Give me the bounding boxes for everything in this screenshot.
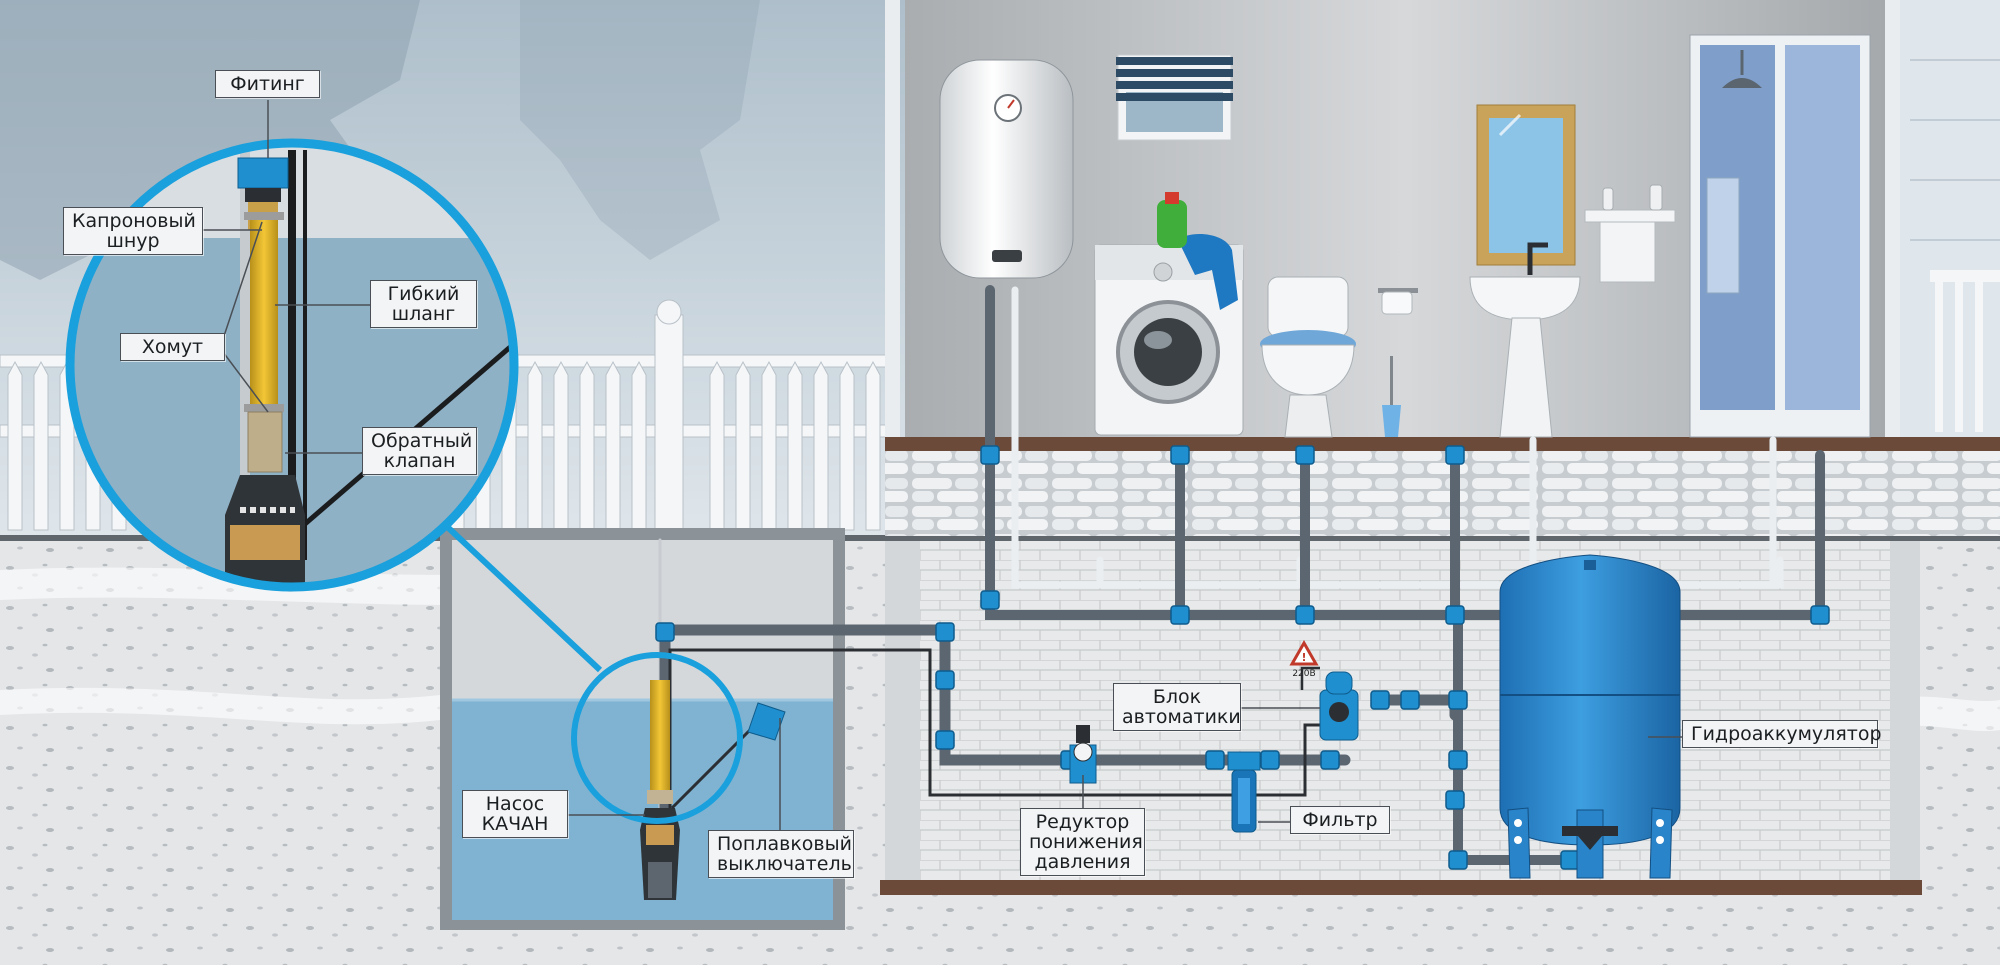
shelf — [1584, 184, 1676, 283]
sink — [1469, 242, 1581, 438]
zoom-connectors — [437, 517, 603, 673]
basement-floor — [880, 880, 1922, 895]
pipe-fitting — [1320, 750, 1340, 770]
pipe-fitting — [1810, 605, 1830, 625]
voltage-label: 220В — [1292, 669, 1315, 679]
pipe-fitting — [935, 730, 955, 750]
pipe-fitting — [655, 622, 675, 642]
svg-text:!: ! — [1301, 651, 1306, 664]
fence-picket — [33, 360, 49, 531]
submersible-pump — [640, 680, 680, 900]
pipe-fitting — [1260, 750, 1280, 770]
pressure-gauge-icon — [1073, 742, 1093, 762]
fence-picket — [527, 360, 543, 531]
pipe-fitting — [1370, 690, 1390, 710]
fence-picket — [761, 360, 777, 531]
label-filter: Фильтр — [1290, 806, 1390, 834]
pipe-fitting — [1295, 605, 1315, 625]
leader-lines — [200, 100, 372, 454]
warning-sign-icon: ! 220В — [1289, 639, 1319, 679]
pipe-fitting — [1448, 690, 1468, 710]
label-leaders — [568, 707, 1682, 833]
label-fitting: Фитинг — [215, 70, 320, 98]
pipe-fitting — [935, 670, 955, 690]
floor — [885, 437, 2000, 451]
pipe-fitting — [1448, 750, 1468, 770]
pipe-fitting — [935, 622, 955, 642]
pipe-fitting — [1205, 750, 1225, 770]
fence-picket — [813, 360, 829, 531]
automation-unit — [1300, 666, 1359, 741]
pipe-fitting — [1445, 790, 1465, 810]
pipe-fitting — [1170, 605, 1190, 625]
pressure-reducer — [1069, 725, 1097, 784]
fence-picket — [787, 360, 803, 531]
pipe-fitting — [1445, 605, 1465, 625]
pipe-fittings — [655, 445, 1830, 870]
pipe-fitting — [1448, 850, 1468, 870]
small-zoom-ring — [571, 652, 743, 824]
fence-picket — [839, 360, 855, 531]
pipe-fitting — [1400, 690, 1420, 710]
house-pipes — [985, 285, 1825, 865]
washing-machine — [1094, 192, 1244, 436]
pipe-fitting — [1445, 445, 1465, 465]
foundation — [885, 451, 2000, 536]
toilet — [1260, 276, 1356, 438]
pipe-fitting — [1560, 850, 1580, 870]
fence-picket — [7, 360, 23, 531]
pipe-fitting — [980, 445, 1000, 465]
label-accumulator: Гидроаккумулятор — [1682, 720, 1882, 748]
fence-picket — [579, 360, 595, 531]
float-switch — [670, 702, 786, 810]
pipe-fitting — [980, 590, 1000, 610]
ground-line — [0, 535, 2000, 541]
fence-picket — [553, 360, 569, 531]
pipe-fitting — [1295, 445, 1315, 465]
fence-picket — [865, 360, 881, 531]
fence-picket — [735, 360, 751, 531]
pipe-fitting — [1170, 445, 1190, 465]
toilet-paper — [1378, 288, 1418, 437]
fence-picket — [709, 360, 725, 531]
water-heater — [939, 59, 1074, 279]
fence-picket — [605, 360, 621, 531]
filter — [1227, 751, 1261, 833]
label-clamp: Хомут — [120, 333, 225, 361]
fence-picket — [631, 360, 647, 531]
window — [1116, 54, 1233, 141]
hydraulic-accumulator — [1499, 554, 1681, 879]
shower-cabin — [1689, 34, 1871, 438]
mirror — [1476, 104, 1576, 266]
